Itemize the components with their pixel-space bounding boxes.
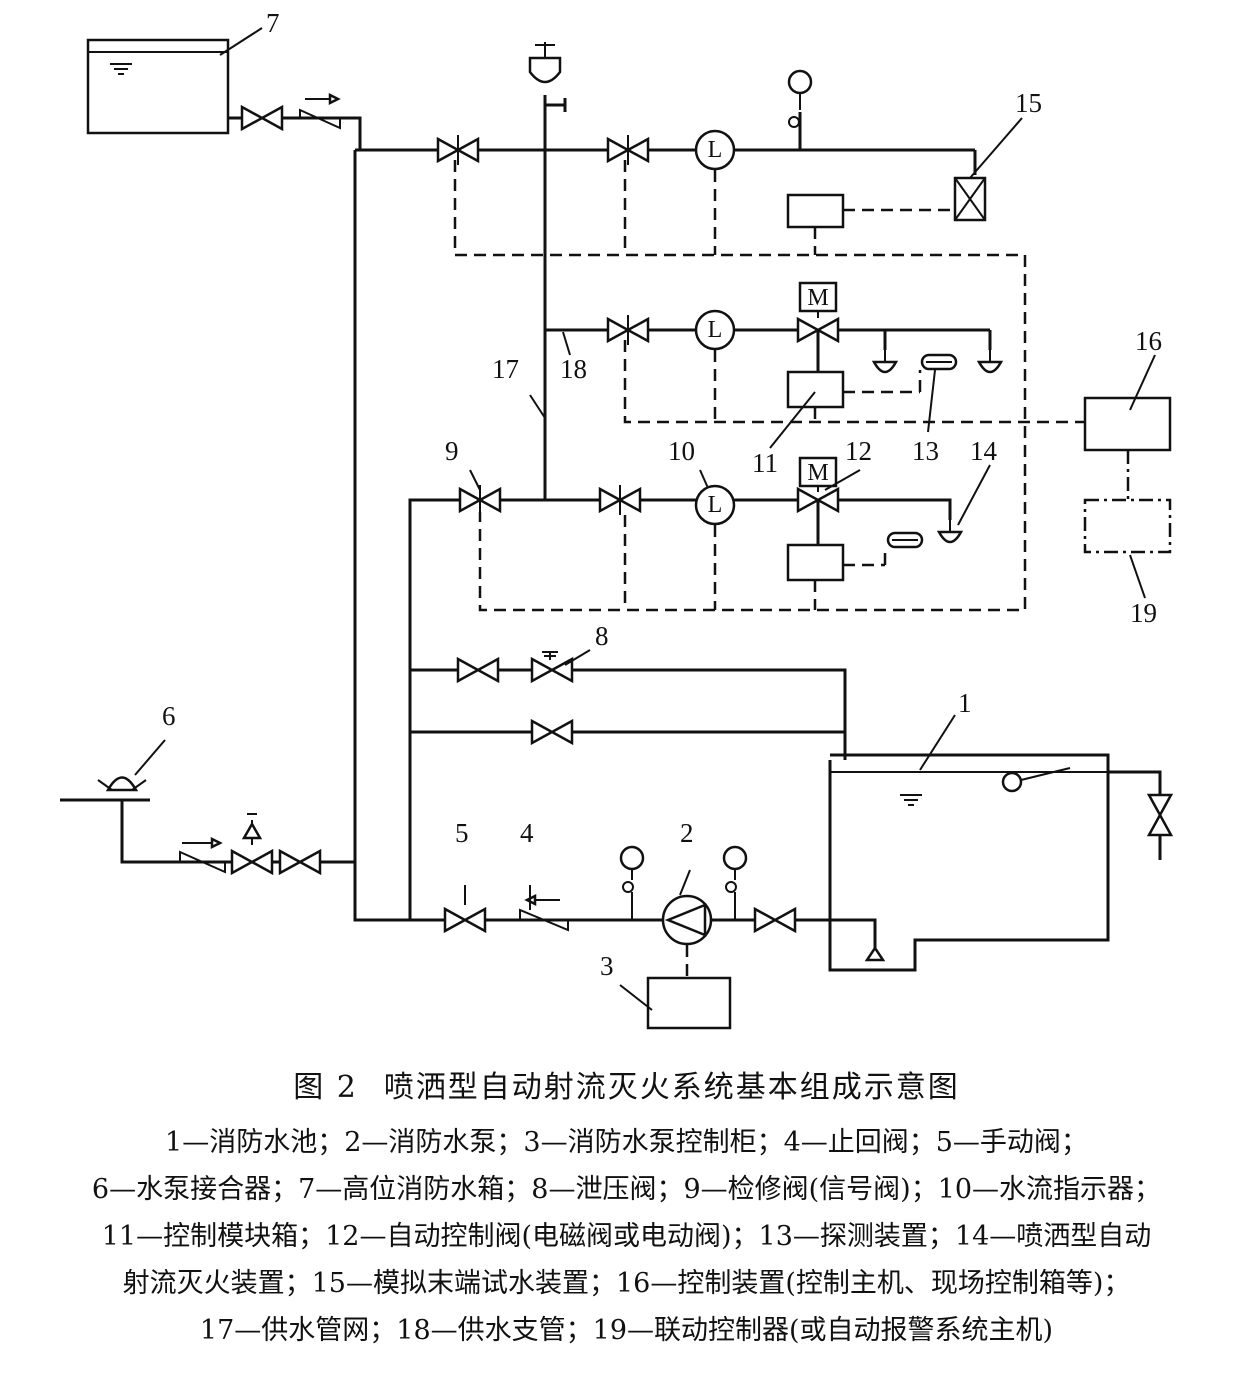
signal-lines (453, 160, 1085, 612)
motor-actuators: M M (798, 281, 838, 492)
leader-lines (464, 331, 956, 1011)
legend-line: 1—消防水池；2—消防水泵；3—消防水泵控制柜；4—止回阀；5—手动阀； (165, 1127, 1088, 1158)
callout-18: 18 (560, 354, 587, 384)
check-valves (179, 92, 569, 932)
drain-funnel (528, 56, 562, 84)
fire-pump (661, 894, 713, 978)
valve-symbol (530, 718, 574, 746)
legend-line: 6—水泵接合器；7—高位消防水箱；8—泄压阀；9—检修阀(信号阀)；10—水流指… (91, 1174, 1162, 1205)
callout-6: 6 (162, 701, 176, 731)
end-test-device (953, 117, 1023, 222)
figure-title-text: 喷洒型自动射流灭火系统基本组成示意图 (383, 1070, 960, 1105)
callout-labels: 1 2 3 4 5 6 7 8 9 10 11 12 13 14 15 16 1… (162, 8, 1162, 981)
callout-14: 14 (970, 436, 998, 466)
legend-line: 11—控制模块箱；12—自动控制阀(电磁阀或电动阀)；13—探测装置；14—喷洒… (101, 1221, 1152, 1252)
legend-line: 射流灭火装置；15—模拟末端试水装置；16—控制装置(控制主机、现场控制箱等)； (122, 1268, 1131, 1299)
jet-nozzles (871, 350, 1004, 544)
valve-symbol (443, 906, 487, 934)
flow-indicators: L L L (694, 129, 736, 526)
fire-system-diagram: L L L M M (60, 8, 1174, 1030)
relief-valve-stem (241, 651, 558, 845)
control-device (1083, 396, 1172, 452)
valve-symbol (278, 848, 322, 876)
callout-1: 1 (958, 688, 972, 718)
detectors (886, 353, 958, 549)
callout-4: 4 (520, 818, 534, 848)
valve-symbol (230, 848, 274, 876)
pipe-network (60, 95, 1162, 950)
callout-8: 8 (595, 621, 609, 651)
valve-symbol (796, 316, 840, 344)
high-level-fire-tank (86, 27, 263, 135)
valve-symbol (796, 486, 840, 514)
callout-11: 11 (752, 448, 778, 478)
figure-number: 图 2 (293, 1070, 358, 1105)
callout-12: 12 (845, 436, 872, 466)
svg-text:L: L (708, 317, 723, 343)
valve-symbol (456, 656, 500, 684)
fire-pool (828, 753, 1110, 972)
valves (230, 104, 1174, 934)
pump-connector (97, 739, 166, 792)
callout-15: 15 (1015, 88, 1042, 118)
callout-5: 5 (455, 818, 469, 848)
callout-3: 3 (600, 951, 614, 981)
pump-control-cabinet (646, 976, 732, 1030)
valve-symbol (240, 104, 284, 132)
callout-13: 13 (912, 436, 939, 466)
svg-text:L: L (708, 137, 723, 163)
callout-9: 9 (445, 436, 459, 466)
legend-line: 17—供水管网；18—供水支管；19—联动控制器(或自动报警系统主机) (199, 1315, 1054, 1346)
svg-text:M: M (807, 285, 828, 311)
linkage-controller (1083, 498, 1172, 554)
svg-text:L: L (708, 492, 723, 518)
pump-gauges (619, 69, 813, 920)
valve-symbol (753, 906, 797, 934)
callout-7: 7 (266, 8, 280, 38)
valve-symbol (1146, 793, 1174, 837)
figure-caption: 图 2 喷洒型自动射流灭火系统基本组成示意图 1—消防水池；2—消防水泵；3—消防… (0, 1065, 1253, 1354)
svg-text:M: M (807, 460, 828, 486)
valve-symbol (530, 656, 574, 684)
callout-17: 17 (492, 354, 519, 384)
callout-10: 10 (668, 436, 695, 466)
callout-19: 19 (1130, 598, 1157, 628)
figure-title: 图 2 喷洒型自动射流灭火系统基本组成示意图 (0, 1065, 1253, 1111)
callout-16: 16 (1135, 326, 1162, 356)
callout-2: 2 (680, 818, 694, 848)
control-module-boxes (786, 193, 845, 582)
